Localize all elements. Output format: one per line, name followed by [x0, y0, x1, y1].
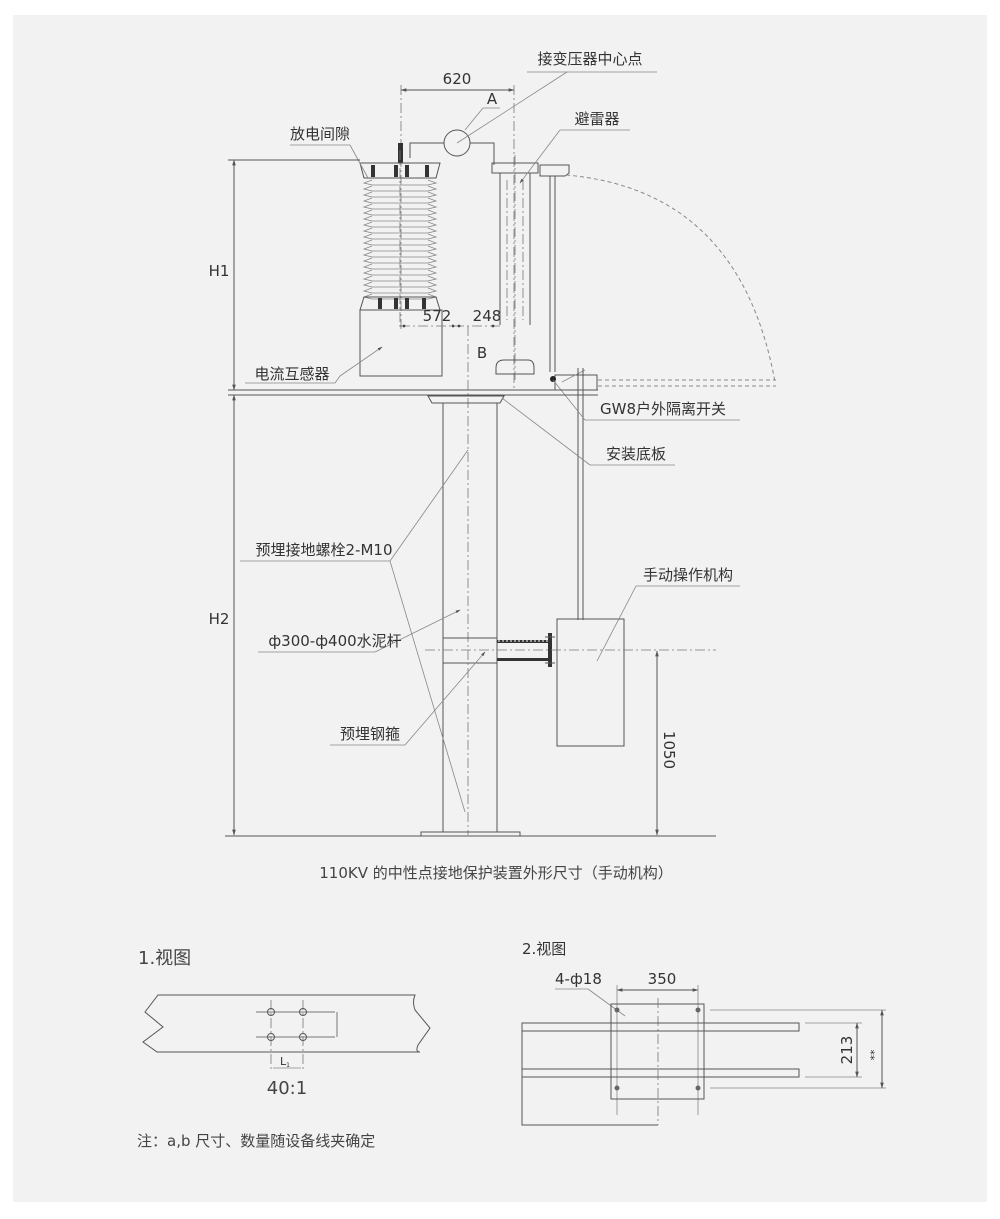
label-steel-hoop: 预埋钢箍	[340, 725, 400, 743]
view2-outer-height-label: **	[868, 1049, 881, 1061]
view-2: 2.视图 4-ф18 350 213 **	[521, 940, 886, 1126]
ground-bolt: 预埋接地螺栓2-M10	[240, 449, 469, 813]
view2-inner-height-label: 213	[838, 1036, 856, 1065]
label-transformer-neutral: 接变压器中心点	[537, 50, 642, 68]
view-1: 1.视图 L1 40:1	[138, 948, 431, 1099]
manual-mechanism: 手动操作机构	[425, 566, 740, 747]
insulator-shed	[362, 245, 438, 252]
dimension-572-248: 572 248 B	[400, 307, 501, 835]
view2-width-label: 350	[648, 970, 677, 988]
marker-b: B	[477, 344, 487, 362]
marker-a: A	[487, 90, 498, 108]
insulator-shed	[362, 287, 438, 294]
insulator-shed	[362, 227, 438, 234]
neutral-connection: A 接变压器中心点	[409, 50, 657, 165]
view2-title: 2.视图	[522, 940, 566, 958]
insulator-shed	[362, 197, 438, 204]
view1-spacing-label: L1	[280, 1055, 290, 1069]
insulator-shed	[362, 179, 438, 186]
footnote: 注：a,b 尺寸、数量随设备线夹确定	[137, 1132, 375, 1150]
height-dimensions: H1 H2 1050	[209, 159, 716, 837]
dimension-620: 620	[400, 70, 515, 390]
dim-h1-label: H1	[209, 262, 230, 280]
main-caption: 110KV 的中性点接地保护装置外形尺寸（手动机构）	[319, 864, 673, 882]
label-arrester: 避雷器	[574, 110, 619, 128]
view1-title: 1.视图	[138, 948, 191, 969]
dim-572-label: 572	[423, 307, 452, 325]
dim-620-label: 620	[443, 70, 472, 88]
insulator-shed	[362, 191, 438, 198]
insulator-shed	[362, 263, 438, 270]
insulator-shed	[362, 251, 438, 258]
discharge-gap-insulator: 放电间隙	[290, 125, 441, 330]
lightning-arrester: 避雷器	[491, 110, 630, 380]
label-current-transformer: 电流互感器	[254, 365, 329, 383]
mounting-plate: 安装底板	[228, 389, 675, 466]
insulator-shed	[362, 269, 438, 276]
label-disconnect-switch: GW8户外隔离开关	[600, 400, 726, 418]
label-ground-bolt: 预埋接地螺栓2-M10	[256, 541, 393, 559]
insulator-shed	[362, 215, 438, 222]
dim-h2-label: H2	[209, 610, 230, 628]
view2-holes-label: 4-ф18	[555, 970, 602, 988]
label-cement-pole: ф300-ф400水泥杆	[268, 632, 401, 650]
dim-1050-label: 1050	[660, 731, 678, 769]
main-drawing: 620 A 接变压器中心点	[209, 50, 776, 882]
label-manual-mechanism: 手动操作机构	[643, 566, 733, 584]
label-discharge-gap: 放电间隙	[290, 125, 350, 143]
cement-pole: ф300-ф400水泥杆	[258, 403, 521, 837]
disconnect-switch: GW8户外隔离开关	[539, 164, 776, 620]
steel-hoop: 预埋钢箍	[330, 651, 486, 746]
insulator-shed	[362, 209, 438, 216]
insulator-shed	[362, 233, 438, 240]
current-transformer: 电流互感器	[245, 309, 443, 384]
label-mounting-plate: 安装底板	[606, 445, 666, 463]
insulator-shed	[362, 281, 438, 288]
dim-248-label: 248	[473, 307, 502, 325]
view1-scale: 40:1	[267, 1078, 307, 1099]
